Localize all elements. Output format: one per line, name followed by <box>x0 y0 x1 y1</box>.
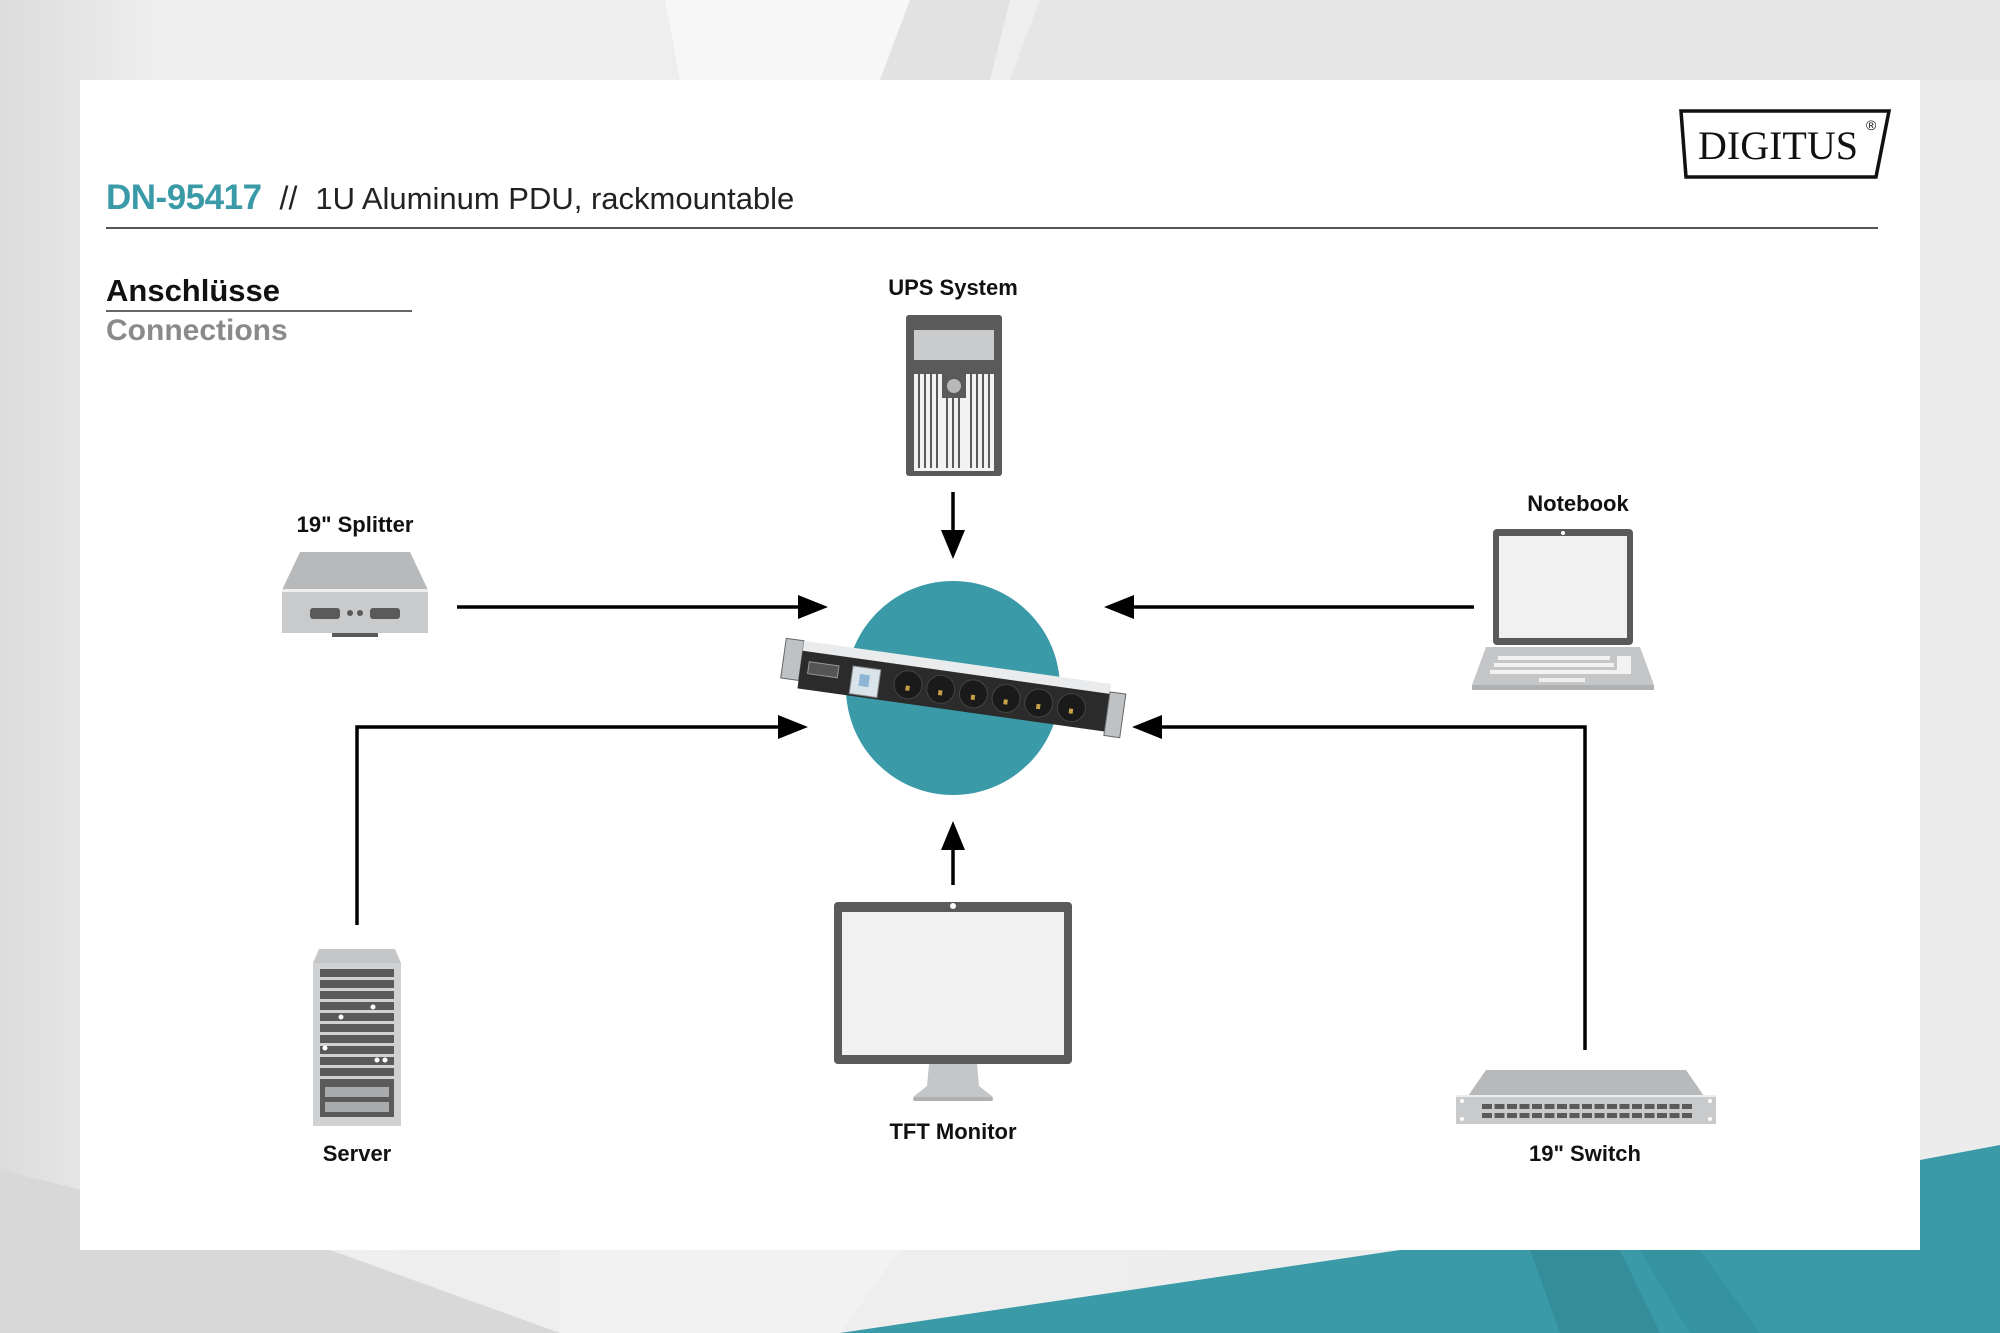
switch-icon <box>1456 1070 1716 1124</box>
switch-port <box>1644 1104 1655 1109</box>
switch-port <box>1632 1104 1642 1109</box>
switch-port <box>1619 1104 1630 1109</box>
product-sku: DN-95417 <box>106 178 262 217</box>
switch-port <box>1582 1104 1592 1109</box>
switch-port <box>1657 1113 1667 1118</box>
label-server: Server <box>322 1141 392 1166</box>
switch-port <box>1482 1104 1492 1109</box>
arrow-monitor <box>941 821 965 885</box>
switch-port <box>1557 1113 1567 1118</box>
section-title-en: Connections <box>106 314 288 347</box>
switch-port <box>1494 1104 1505 1109</box>
switch-port <box>1682 1104 1692 1109</box>
registered-mark: ® <box>1866 117 1877 133</box>
brand-name: DIGITUS <box>1698 123 1858 168</box>
arrow-ups <box>941 492 965 559</box>
pdu-icon <box>780 637 1127 739</box>
splitter-icon <box>282 552 428 637</box>
monitor-icon <box>834 902 1072 1101</box>
switch-port <box>1519 1104 1530 1109</box>
switch-port <box>1594 1113 1605 1118</box>
label-ups: UPS System <box>888 275 1018 300</box>
arrow-splitter <box>457 595 828 619</box>
product-title: DN-95417 // 1U Aluminum PDU, rackmountable <box>106 178 794 218</box>
section-divider <box>106 310 412 312</box>
switch-port <box>1494 1113 1505 1118</box>
switch-port <box>1682 1113 1692 1118</box>
switch-port <box>1644 1113 1655 1118</box>
section-title-de: Anschlüsse <box>106 273 281 308</box>
switch-port <box>1532 1104 1542 1109</box>
title-separator: // <box>279 180 298 216</box>
ups-icon <box>906 315 1002 476</box>
switch-port <box>1632 1113 1642 1118</box>
server-icon <box>313 949 401 1126</box>
switch-port <box>1607 1104 1617 1109</box>
switch-port <box>1594 1104 1605 1109</box>
switch-port <box>1519 1113 1530 1118</box>
arrow-server <box>355 715 808 925</box>
arrow-notebook <box>1104 595 1474 619</box>
switch-port <box>1619 1113 1630 1118</box>
switch-port <box>1569 1104 1580 1109</box>
switch-port <box>1557 1104 1567 1109</box>
switch-port <box>1669 1104 1680 1109</box>
switch-port <box>1482 1113 1492 1118</box>
switch-port <box>1607 1113 1617 1118</box>
product-subtitle: 1U Aluminum PDU, rackmountable <box>315 181 795 216</box>
digitus-logo: DIGITUS ® <box>1678 108 1892 180</box>
label-switch: 19" Switch <box>1529 1141 1641 1166</box>
switch-port <box>1507 1113 1517 1118</box>
title-divider <box>106 227 1878 229</box>
switch-port <box>1657 1104 1667 1109</box>
switch-port <box>1669 1113 1680 1118</box>
label-notebook: Notebook <box>1527 491 1629 516</box>
switch-port <box>1544 1104 1555 1109</box>
label-monitor: TFT Monitor <box>889 1119 1017 1144</box>
switch-port <box>1569 1113 1580 1118</box>
arrow-switch <box>1132 715 1587 1050</box>
switch-port <box>1507 1104 1517 1109</box>
laptop-icon <box>1472 529 1654 690</box>
switch-port <box>1582 1113 1592 1118</box>
switch-port <box>1532 1113 1542 1118</box>
switch-port <box>1544 1113 1555 1118</box>
label-splitter: 19" Splitter <box>296 512 414 537</box>
